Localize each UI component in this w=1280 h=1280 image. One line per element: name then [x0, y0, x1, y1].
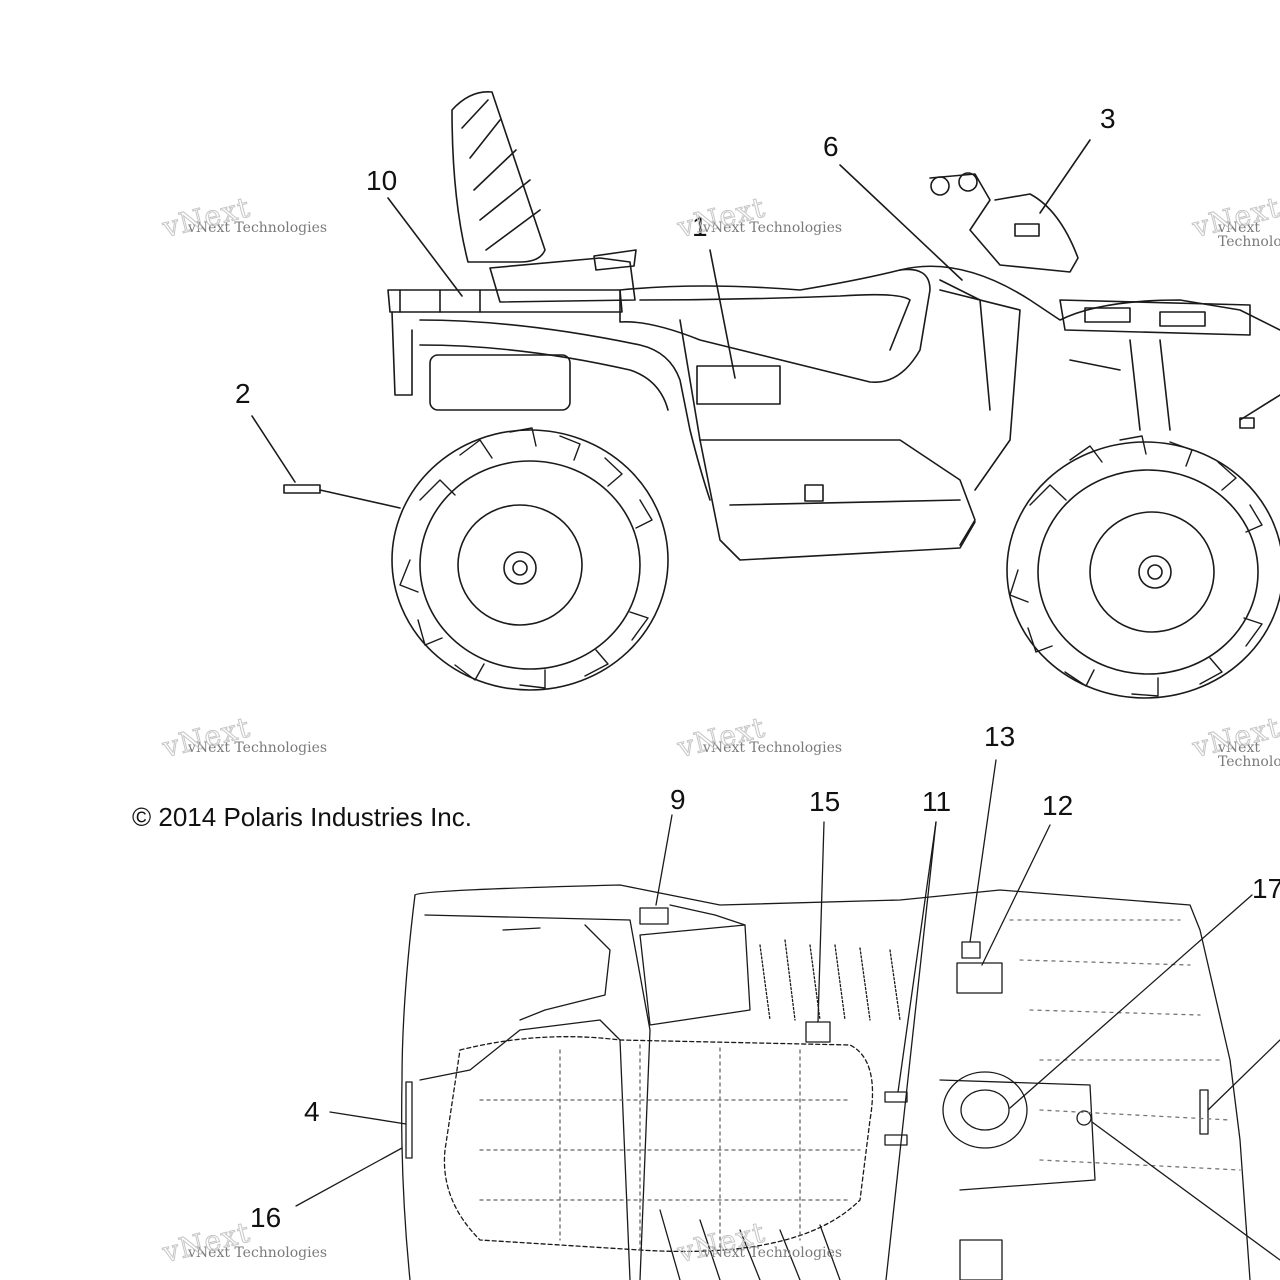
atv-top-view: [295, 759, 1280, 1280]
atv-side-view: [251, 91, 1280, 699]
callout-4: 4: [304, 1096, 320, 1127]
callout-1: 1: [692, 211, 708, 242]
copyright-notice: © 2014 Polaris Industries Inc.: [132, 802, 472, 832]
callout-13: 13: [984, 721, 1016, 752]
callout-16: 16: [250, 1202, 282, 1233]
callout-12: 12: [1042, 790, 1074, 821]
callout-15: 15: [809, 786, 841, 817]
callout-10: 10: [366, 165, 398, 196]
callout-6: 6: [823, 131, 839, 162]
callout-9: 9: [670, 784, 686, 815]
callout-2: 2: [235, 378, 251, 409]
callout-3: 3: [1100, 103, 1116, 134]
callout-17: 17: [1252, 873, 1280, 904]
callout-11: 11: [922, 786, 952, 817]
